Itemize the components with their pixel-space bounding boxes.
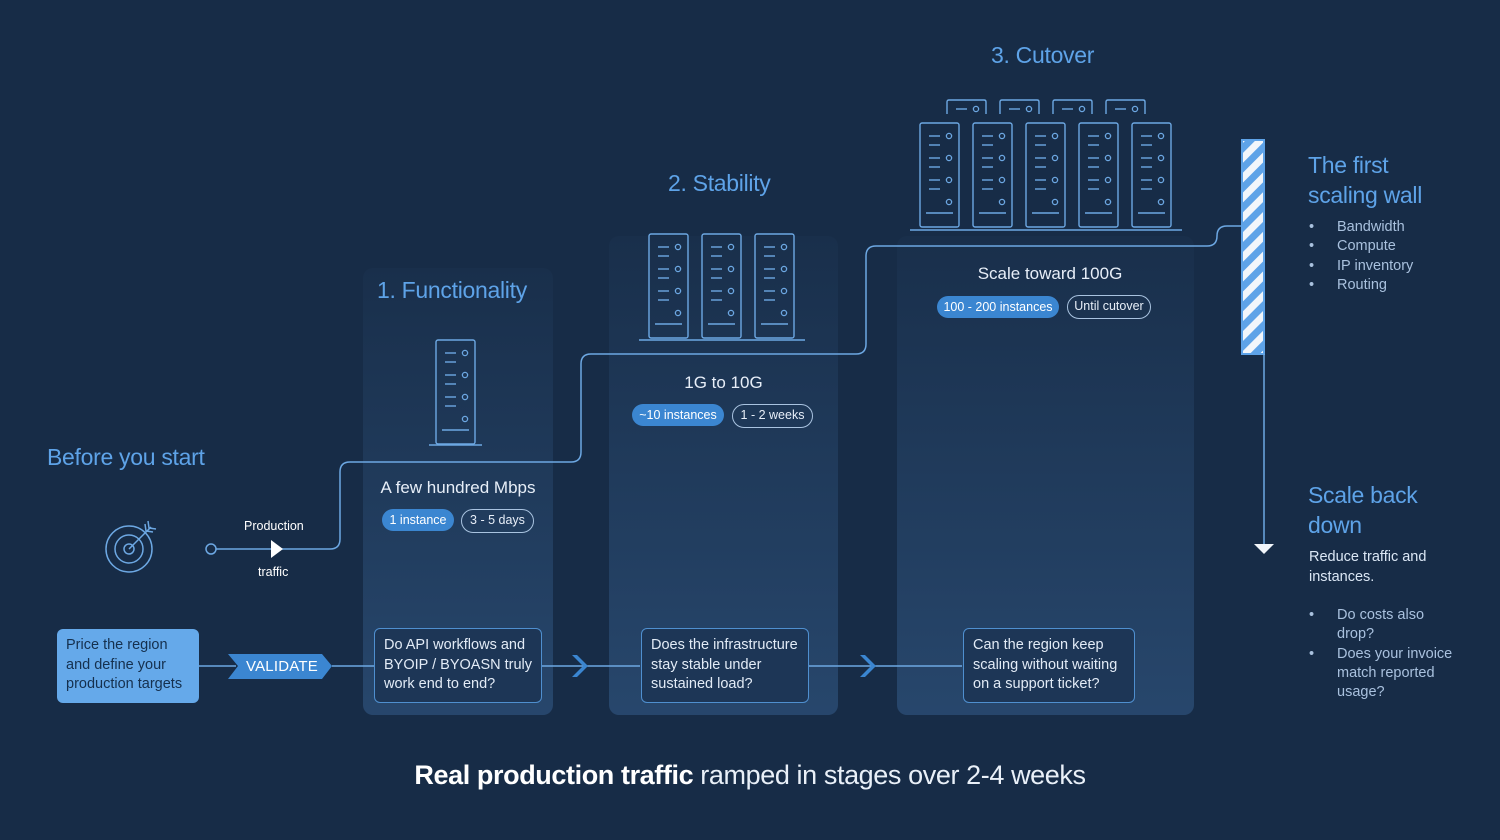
stage-3-instances-pill: 100 - 200 instances (937, 296, 1059, 318)
wall-list: Bandwidth Compute IP inventory Routing (1309, 218, 1413, 295)
wall-item: Bandwidth (1309, 218, 1413, 238)
server-icon (999, 99, 1040, 115)
server-icon (1052, 99, 1093, 115)
footer-caption: Real production traffic ramped in stages… (0, 760, 1500, 791)
server-icon (1105, 99, 1146, 115)
stage-2-question: Does the infrastructure stay stable unde… (641, 628, 809, 703)
stage-1-title: 1. Functionality (377, 277, 527, 303)
stage-3-duration-pill: Until cutover (1067, 295, 1151, 319)
stage-3-title: 3. Cutover (991, 42, 1095, 68)
stage-2-title: 2. Stability (668, 170, 771, 196)
scale-back-subtitle: Reduce traffic and instances. (1309, 549, 1427, 585)
server-icon (1025, 122, 1066, 228)
stage-2-duration-pill: 1 - 2 weeks (732, 404, 813, 428)
before-title: Before you start (47, 444, 205, 470)
server-icon (972, 122, 1013, 228)
stage-3-throughput: Scale toward 100G (977, 264, 1123, 283)
scale-back-item: Do costs also drop? (1309, 606, 1459, 645)
server-icon (648, 233, 689, 339)
traffic-label: traffic (258, 565, 289, 579)
scale-back-item: Does your invoice match reported usage? (1309, 645, 1459, 703)
scale-back-title: Scale back down (1308, 482, 1418, 538)
server-icon (754, 233, 795, 339)
stage-1-question: Do API workflows and BYOIP / BYOASN trul… (374, 628, 542, 703)
production-label: Production (244, 519, 304, 533)
wall-item: IP inventory (1309, 257, 1413, 277)
wall-item: Compute (1309, 237, 1413, 257)
stage-3-question: Can the region keep scaling without wait… (963, 628, 1135, 703)
server-icon (1078, 122, 1119, 228)
server-icon (701, 233, 742, 339)
stage-2-throughput: 1G to 10G (684, 373, 763, 392)
server-icon (919, 122, 960, 228)
scale-back-list: Do costs also drop? Does your invoice ma… (1309, 606, 1459, 702)
server-icon (946, 99, 987, 115)
server-icon (1131, 122, 1172, 228)
validate-label: VALIDATE (246, 658, 318, 675)
stage-1-throughput: A few hundred Mbps (380, 478, 536, 497)
stage-1-instances-pill: 1 instance (382, 509, 454, 531)
stage-2-instances-pill: ~10 instances (632, 404, 724, 426)
footer-rest: ramped in stages over 2-4 weeks (693, 760, 1086, 790)
wall-item: Routing (1309, 276, 1413, 296)
price-box: Price the region and define your product… (57, 629, 199, 703)
wall-title: The first scaling wall (1308, 152, 1423, 208)
footer-bold: Real production traffic (414, 760, 694, 790)
target-icon (105, 520, 157, 573)
stage-1-duration-pill: 3 - 5 days (461, 509, 534, 533)
server-icon (435, 339, 476, 445)
